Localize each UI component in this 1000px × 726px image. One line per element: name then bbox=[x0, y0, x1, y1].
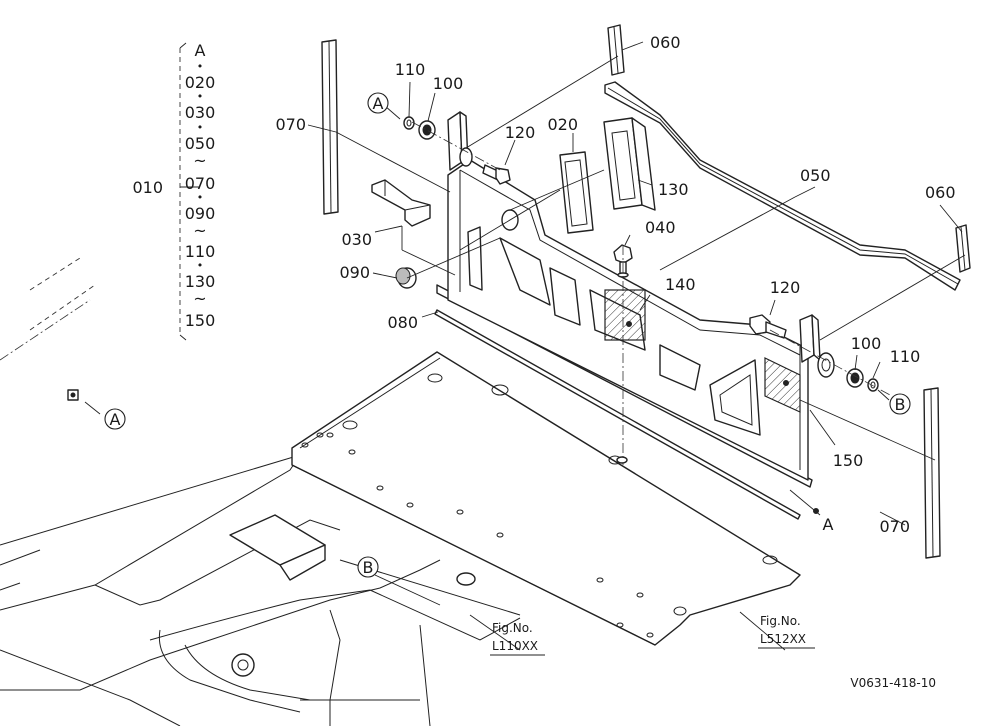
washer-100-right bbox=[846, 368, 864, 388]
label-130: 130 bbox=[658, 180, 689, 199]
center-lines bbox=[0, 121, 891, 465]
group-item-0: A bbox=[195, 41, 206, 60]
insulator-140-dot bbox=[626, 321, 632, 327]
nut-110-left bbox=[403, 116, 415, 130]
cab-floor-frame bbox=[0, 454, 521, 726]
ref-a-plain: A bbox=[823, 515, 834, 534]
fig-ref-l110xx: Fig.No. L110XX bbox=[490, 621, 545, 656]
group-item-1: • bbox=[197, 60, 204, 73]
panel-bracket-right bbox=[799, 314, 835, 378]
small-fitting-a bbox=[67, 389, 79, 401]
washer-100-left bbox=[418, 120, 436, 140]
corner-hatch-lines bbox=[29, 257, 96, 331]
strip-070-right-line bbox=[930, 388, 934, 558]
group-item-4: 030 bbox=[185, 103, 216, 122]
label-120-right: 120 bbox=[770, 278, 801, 297]
svg-text:B: B bbox=[363, 558, 374, 577]
group-item-16: 150 bbox=[185, 311, 216, 330]
ref-b-right: B bbox=[889, 393, 911, 415]
bolt-120-left bbox=[482, 164, 511, 185]
svg-text:A: A bbox=[110, 410, 121, 429]
seal-060-top-line bbox=[613, 26, 619, 74]
panel-bracket-left bbox=[447, 111, 473, 171]
group-item-2: 020 bbox=[185, 73, 216, 92]
leader-lines bbox=[84, 41, 966, 651]
group-item-3: • bbox=[197, 90, 204, 103]
group-item-9: • bbox=[197, 191, 204, 204]
bracket-030 bbox=[371, 179, 431, 227]
ref-b-bottom: B bbox=[357, 556, 379, 578]
bolt-120-right bbox=[749, 314, 787, 339]
label-030: 030 bbox=[341, 230, 372, 249]
insulator-140 bbox=[604, 289, 646, 341]
label-140: 140 bbox=[665, 275, 696, 294]
label-150: 150 bbox=[833, 451, 864, 470]
bolt-hole-040 bbox=[616, 456, 628, 464]
group-item-12: 110 bbox=[185, 242, 216, 261]
label-070-right: 070 bbox=[879, 517, 910, 536]
top-seal-050 bbox=[604, 81, 961, 291]
svg-text:Fig.No.: Fig.No. bbox=[492, 621, 533, 635]
group-item-5: • bbox=[197, 121, 204, 134]
insulator-150-dot bbox=[783, 380, 789, 386]
label-020: 020 bbox=[547, 115, 578, 134]
ref-a-dot bbox=[813, 508, 819, 514]
window-gasket-020 bbox=[559, 151, 594, 234]
label-100-right: 100 bbox=[851, 334, 882, 353]
seal-060-right-line bbox=[960, 226, 966, 271]
svg-text:L110XX: L110XX bbox=[492, 639, 538, 653]
ref-a-top: A bbox=[367, 92, 389, 114]
ref-a-left: A bbox=[104, 408, 126, 430]
strip-070-left-line bbox=[328, 40, 332, 214]
svg-text:B: B bbox=[895, 395, 906, 414]
label-040: 040 bbox=[645, 218, 676, 237]
nut-110-right bbox=[867, 378, 879, 392]
group-item-10: 090 bbox=[185, 204, 216, 223]
group-item-7: ~ bbox=[193, 151, 206, 170]
label-100-left: 100 bbox=[433, 74, 464, 93]
diagram-code: V0631-418-10 bbox=[850, 676, 936, 690]
floor-plate bbox=[291, 351, 801, 646]
svg-text:L512XX: L512XX bbox=[760, 632, 806, 646]
svg-text:A: A bbox=[373, 94, 384, 113]
label-080: 080 bbox=[387, 313, 418, 332]
label-120-left: 120 bbox=[505, 123, 536, 142]
group-items-list: A • 020 • 030 • 050 ~ 070 • 090 ~ 110 • … bbox=[185, 41, 216, 330]
label-090: 090 bbox=[339, 263, 370, 282]
group-item-13: • bbox=[197, 259, 204, 272]
label-060-top: 060 bbox=[650, 33, 681, 52]
label-group-010: 010 bbox=[132, 178, 163, 197]
fig-ref-l512xx: Fig.No. L512XX bbox=[758, 614, 815, 649]
group-item-6: 050 bbox=[185, 134, 216, 153]
label-060-right: 060 bbox=[925, 183, 956, 202]
window-frame-130 bbox=[603, 117, 656, 211]
group-item-11: ~ bbox=[193, 221, 206, 240]
group-item-8: 070 bbox=[185, 174, 216, 193]
label-050: 050 bbox=[800, 166, 831, 185]
label-110-right: 110 bbox=[890, 347, 921, 366]
svg-text:Fig.No.: Fig.No. bbox=[760, 614, 801, 628]
group-item-15: ~ bbox=[193, 289, 206, 308]
label-070-left: 070 bbox=[275, 115, 306, 134]
label-110-left: 110 bbox=[395, 60, 426, 79]
group-bracket-010 bbox=[179, 42, 187, 341]
plug-090 bbox=[395, 267, 417, 289]
group-item-14: 130 bbox=[185, 272, 216, 291]
insulator-150 bbox=[764, 357, 801, 413]
